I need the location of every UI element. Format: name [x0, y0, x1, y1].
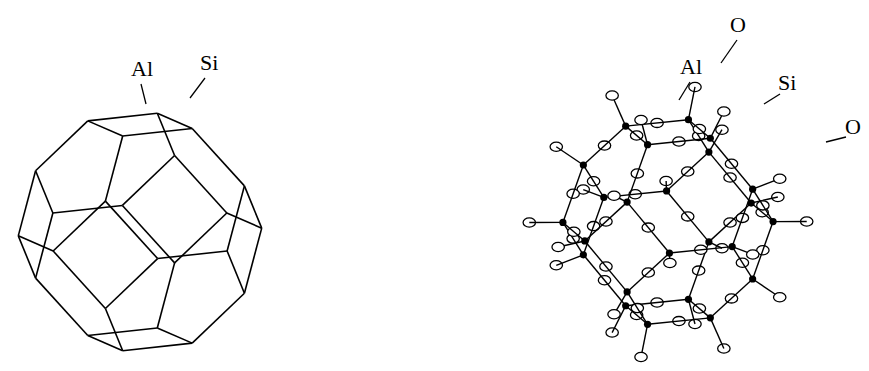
oxygen-atom [664, 258, 676, 267]
cage-edge [244, 186, 261, 228]
bond [648, 318, 711, 324]
cage-edge [53, 205, 123, 213]
cage-edge [18, 171, 35, 236]
bond [667, 152, 709, 191]
bond [556, 147, 583, 165]
bond [710, 318, 724, 349]
ball-and-stick-cage [523, 82, 813, 361]
bond [773, 221, 807, 223]
bond [667, 191, 709, 242]
bond [648, 138, 711, 144]
oxygen-atom [718, 107, 730, 116]
bond [688, 120, 710, 139]
bond [583, 165, 603, 197]
bond [563, 222, 585, 241]
oxygen-atom [774, 174, 786, 183]
cage-edge [122, 205, 174, 262]
bond [732, 189, 752, 246]
cage-edge [88, 113, 158, 121]
bond [563, 222, 583, 254]
atom-label: O [845, 116, 861, 138]
leader-line [679, 82, 690, 100]
bond [688, 87, 695, 120]
bond [627, 292, 647, 324]
cage-edge [157, 263, 174, 328]
bond [583, 126, 625, 165]
bond [627, 145, 647, 202]
bond [627, 253, 669, 292]
bond [563, 165, 583, 222]
cage-edge [105, 259, 157, 309]
leader-line [764, 94, 780, 104]
cage-edge [192, 293, 244, 343]
bond [556, 255, 583, 266]
cage-edge [158, 251, 228, 259]
cage-edge [244, 228, 261, 293]
atom-label: Al [680, 56, 702, 78]
bond [709, 203, 751, 242]
atom-label: Si [200, 52, 218, 74]
cage-edge [227, 251, 244, 293]
cage-edge [36, 278, 88, 335]
cage-edge [123, 128, 193, 136]
cage-edge [88, 328, 158, 336]
oxygen-atom [552, 242, 564, 251]
bond [529, 222, 563, 224]
leader-line [826, 137, 846, 142]
cage-edge [53, 251, 105, 308]
cage-edge [105, 201, 157, 258]
bond [669, 247, 732, 253]
atom-label: Al [131, 58, 153, 80]
oxygen-atom [606, 91, 618, 100]
oxygen-atom [747, 250, 759, 259]
cage-edge [157, 328, 192, 343]
cage-edge [122, 156, 174, 206]
wireframe-cage [18, 113, 261, 350]
leader-line [190, 78, 205, 98]
bond [753, 189, 773, 221]
cage-edge [227, 186, 244, 251]
cage-edge [192, 128, 244, 185]
cage-edge [36, 171, 53, 213]
bond [688, 299, 710, 318]
bond [583, 255, 625, 306]
atom-label: O [730, 14, 746, 36]
bond [709, 152, 751, 203]
cage-edge [123, 343, 193, 351]
bond [710, 279, 752, 318]
tetrahedral-atom [600, 194, 607, 201]
bond [626, 126, 648, 145]
cage-edge [36, 121, 88, 171]
bond [585, 241, 627, 292]
bond [688, 120, 708, 152]
atom-label: Si [778, 72, 796, 94]
oxygen-atom [608, 310, 620, 319]
cage-edge [105, 136, 122, 201]
leader-lines [141, 40, 846, 142]
bond [627, 202, 669, 253]
oxygen-atom [635, 115, 647, 124]
oxygen-atom [608, 191, 620, 200]
cage-edge [175, 156, 227, 213]
cage-edge [18, 236, 35, 278]
oxygen-atom [774, 293, 786, 302]
bond [585, 202, 627, 241]
cage-edge [88, 121, 123, 136]
leader-line [141, 84, 146, 104]
leader-line [721, 40, 737, 63]
cage-edge [157, 113, 192, 128]
bond [710, 138, 752, 189]
cage-edge [36, 213, 53, 278]
cage-edge [88, 336, 123, 351]
oxygen-atom [635, 352, 647, 361]
